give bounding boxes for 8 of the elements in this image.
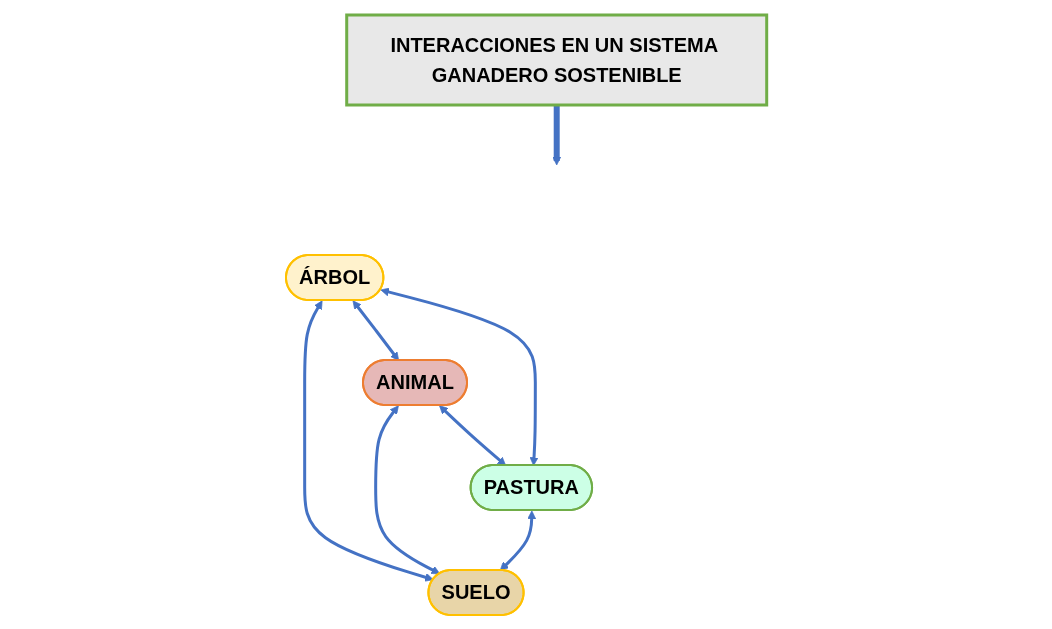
node-box: INTERACCIONES EN UN SISTEMA GANADERO SOSTENIBLE [344, 13, 768, 106]
arrow [551, 104, 561, 165]
arrow [352, 299, 399, 361]
arrow [499, 510, 536, 571]
arrow [438, 404, 506, 466]
arrow [380, 287, 539, 466]
arrow [373, 404, 440, 574]
arrow [302, 299, 434, 582]
